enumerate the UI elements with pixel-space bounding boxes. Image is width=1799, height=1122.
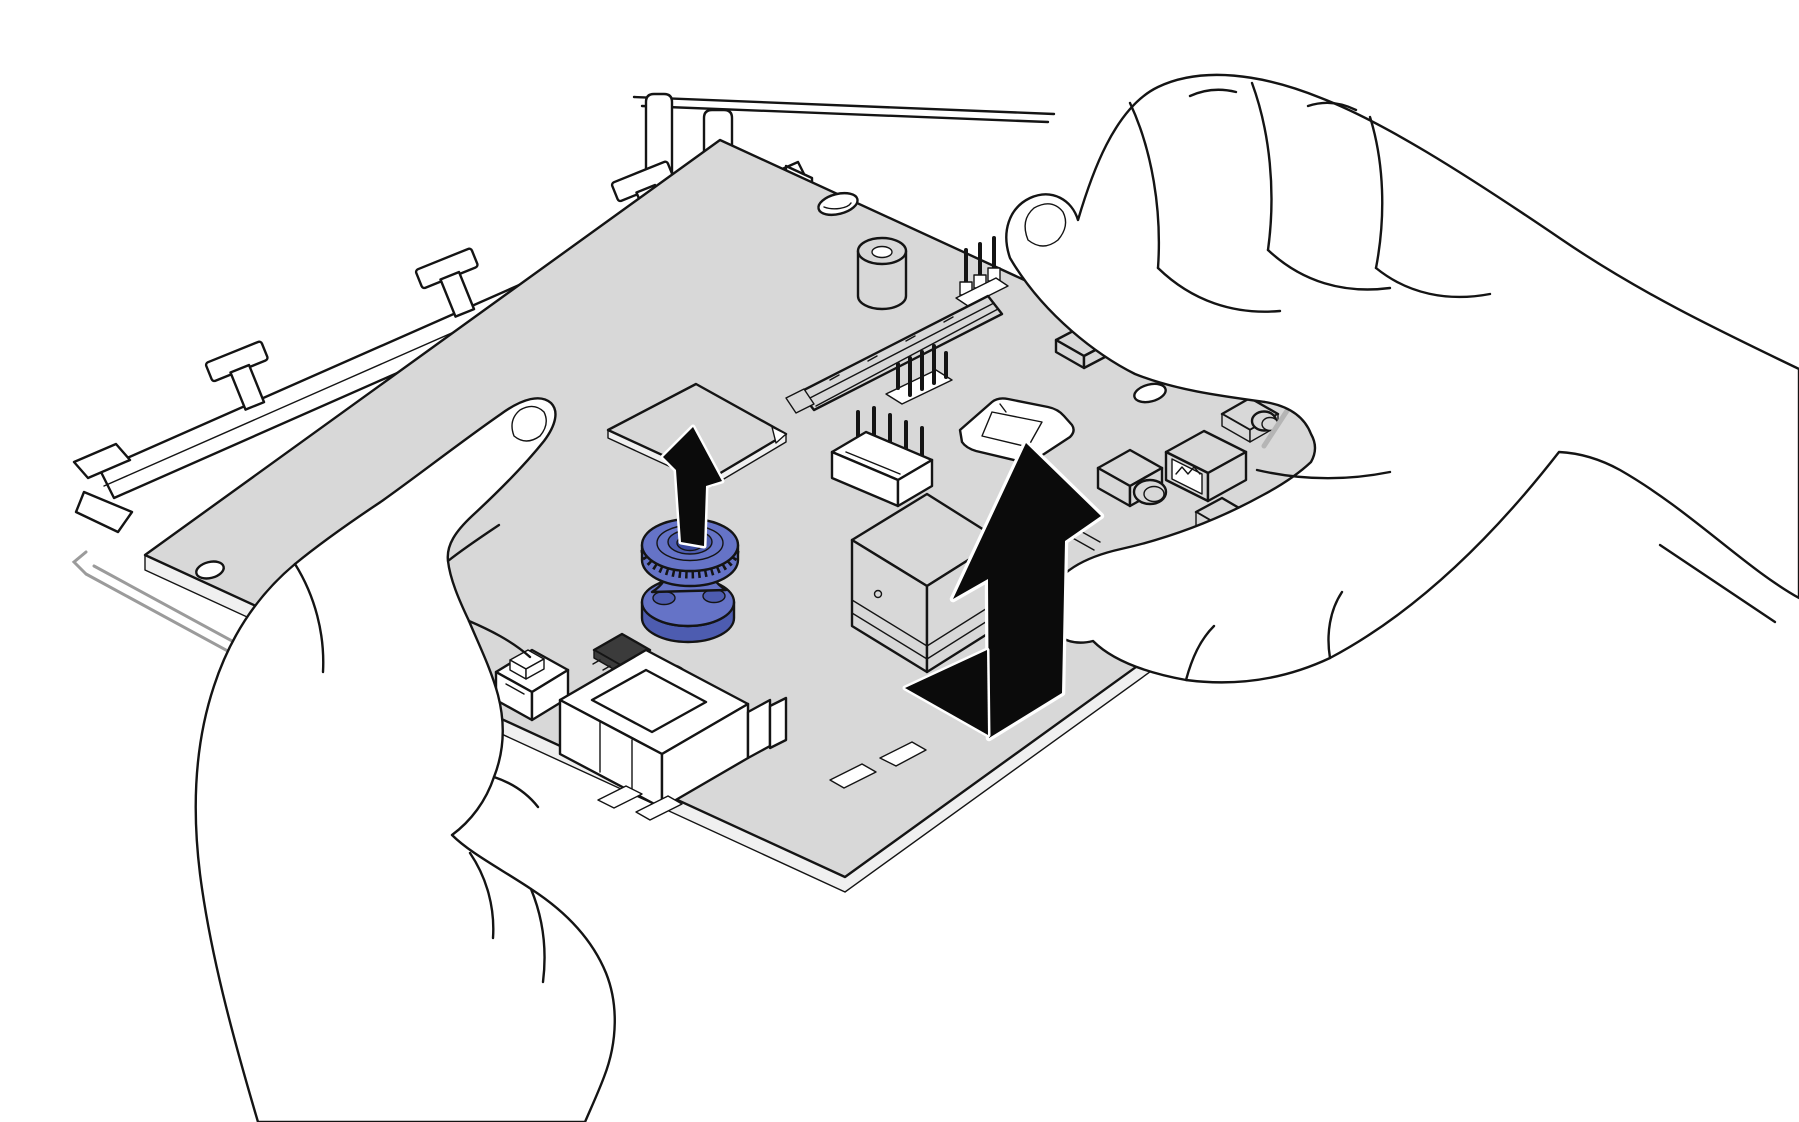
right-finger-curl-1 (1156, 266, 1282, 313)
right-thumb-crease (1255, 468, 1392, 480)
eight-pin-header (885, 344, 953, 405)
screw-hole-right (1133, 382, 1167, 404)
rail-left-bracket (72, 442, 132, 480)
left-finger-crease (492, 775, 540, 809)
chassis-right-corner-line (1658, 543, 1777, 624)
chassis-back-edge-line (632, 95, 1056, 116)
screw-hole-left (195, 560, 225, 580)
rail-tab-2 (414, 247, 479, 318)
right-finger-sep-1 (1128, 101, 1161, 270)
rail-tab-1 (204, 340, 269, 411)
left-palm-line (293, 562, 325, 674)
right-index-nail (1024, 203, 1067, 247)
left-index-edge (467, 619, 532, 659)
nmi-button (1220, 396, 1280, 443)
right-finger-sep-2 (1250, 81, 1273, 252)
board-lift-arrow (902, 439, 1105, 742)
standoff-cylinder (856, 236, 908, 311)
left-finger-sep-2 (529, 887, 546, 984)
right-finger-sep-3 (1368, 115, 1384, 270)
right-bottom-crease-1 (1184, 624, 1216, 682)
lift-arrow-body (949, 439, 1105, 742)
microsd-socket (958, 397, 1075, 464)
chassis-back-edge-line-2 (640, 104, 1050, 124)
screw-hole-top-inner (823, 202, 852, 210)
left-thumb-crease (446, 523, 501, 563)
plunger-ear-left (652, 590, 676, 606)
right-knuckle-1 (1188, 88, 1238, 98)
slot-connector (785, 294, 1004, 414)
right-knuckle-2 (1306, 101, 1358, 112)
tray-edge-jog (71, 550, 88, 576)
box-connector (494, 648, 570, 722)
plunger-pull-arrow (660, 424, 725, 549)
shrouded-header (830, 406, 934, 508)
left-finger-sep-1 (468, 851, 495, 940)
three-pin-header (955, 236, 1009, 307)
left-thumb-nail (511, 405, 547, 442)
right-hand-silhouette (1005, 73, 1799, 684)
front-panel-connector (558, 648, 927, 821)
left-hand-silhouette (194, 397, 616, 1122)
right-hand (1005, 73, 1799, 684)
right-bottom-crease-2 (1327, 590, 1344, 660)
rail-left-bracket-2 (74, 490, 134, 534)
screw-hole-top (817, 191, 859, 217)
connector-cluster (1011, 448, 1248, 551)
board-screw-holes (195, 191, 1167, 580)
right-finger-curl-2 (1266, 248, 1392, 291)
left-hand (194, 397, 616, 1122)
usb-a-port (1164, 429, 1248, 503)
right-finger-curl-3 (1374, 266, 1492, 299)
lift-arrow-fold (902, 647, 991, 738)
